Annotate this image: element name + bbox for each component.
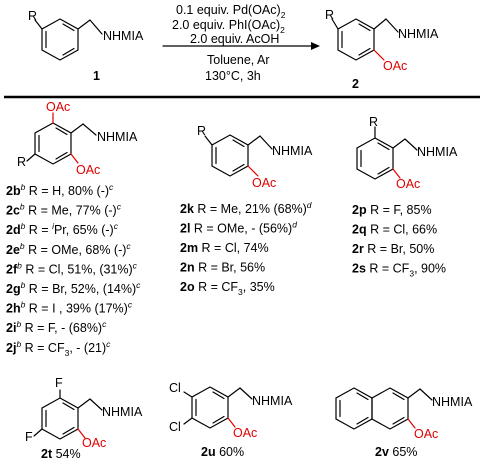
compound-2u-cl-bottom: Cl <box>169 420 181 434</box>
compound-2u-oac: OAc <box>233 426 257 440</box>
col2-oac-label: OAc <box>252 176 276 190</box>
entry-2o: 2o R = CF3, 35% <box>180 280 275 297</box>
start-amide-label: NHMIA <box>103 29 144 43</box>
entry-2g: 2gb R = Br, 52%, (14%)c <box>6 280 141 296</box>
compound-2t-f-top: F <box>55 376 63 390</box>
product-compound-number: 2 <box>352 77 359 91</box>
entry-2h: 2hb R = I , 39% (17%)c <box>6 300 133 316</box>
col1-oac-bottom: OAc <box>76 163 100 177</box>
entry-2d: 2db R = iPr, 65% (-)c <box>6 221 119 237</box>
compound-2v-amide: NHMIA <box>432 395 473 409</box>
arrow-head-icon <box>311 42 320 50</box>
entry-2e: 2eb R = OMe, 68% (-)c <box>6 241 131 257</box>
col2-r-label: R <box>197 124 206 138</box>
col1-r-label: R <box>17 155 26 169</box>
compound-2t-oac: OAc <box>82 436 106 450</box>
col2-entries: 2k R = Me, 21% (68%)d 2l R = OMe, - (56%)… <box>180 200 312 297</box>
start-material-structure: R NHMIA 1 <box>28 9 144 83</box>
col3-structure: R NHMIA OAc <box>356 115 458 191</box>
compound-2u-amide: NHMIA <box>252 394 293 408</box>
entry-2k: 2k R = Me, 21% (68%)d <box>180 200 312 216</box>
entry-2n: 2n R = Br, 56% <box>180 261 265 275</box>
condition-oxidant: 2.0 equiv. PhI(OAc)2 <box>172 18 285 35</box>
condition-additive: 2.0 equiv. AcOH <box>190 32 279 46</box>
start-r-label: R <box>28 9 37 23</box>
compound-2u-cl-top: Cl <box>169 381 181 395</box>
entry-2r: 2r R = Br, 50% <box>352 242 434 256</box>
entry-2s: 2s R = CF3, 90% <box>352 262 446 279</box>
entry-2l: 2l R = OMe, - (56%)d <box>180 220 297 236</box>
compound-2t-label: 2t 54% <box>41 447 81 461</box>
start-compound-number: 1 <box>93 69 100 83</box>
col3-amide-label: NHMIA <box>417 145 458 159</box>
compound-2v-oac: OAc <box>414 427 438 441</box>
col2-amide-label: NHMIA <box>272 144 313 158</box>
condition-temperature-time: 130°C, 3h <box>205 69 261 83</box>
col1-entries: 2bb R = H, 80% (-)c 2cb R = Me, 77% (-)c 2… <box>6 182 141 358</box>
compound-2t-structure: F F NHMIA OAc 2t 54% <box>25 376 143 461</box>
entry-2q: 2q R = Cl, 66% <box>352 223 437 237</box>
product-r-label: R <box>325 8 334 22</box>
product-oac-label: OAc <box>383 59 407 73</box>
entry-2i: 2ib R = F, - (68%)c <box>6 319 107 335</box>
condition-solvent: Toluene, Ar <box>207 53 270 67</box>
col3-r-label: R <box>369 115 378 129</box>
col3-entries: 2p R = F, 85% 2q R = Cl, 66% 2r R = Br, 50… <box>352 203 446 279</box>
col3-oac-label: OAc <box>396 177 420 191</box>
entry-2c: 2cb R = Me, 77% (-)c <box>6 202 122 218</box>
col2-structure: R NHMIA OAc <box>197 124 313 190</box>
compound-2u-label: 2u 60% <box>201 445 244 459</box>
compound-2v-label: 2v 65% <box>375 445 417 459</box>
product-structure: R NHMIA OAc 2 <box>325 8 439 91</box>
entry-2f: 2fb R = Cl, 51%, (31%)c <box>6 260 138 276</box>
compound-2v-structure: NHMIA OAc 2v 65% <box>335 387 473 459</box>
entry-2m: 2m R = Cl, 74% <box>180 241 269 255</box>
col1-oac-top: OAc <box>46 100 70 114</box>
compound-2t-amide: NHMIA <box>102 405 143 419</box>
entry-2b: 2bb R = H, 80% (-)c <box>6 182 114 198</box>
entry-2p: 2p R = F, 85% <box>352 203 432 217</box>
col1-amide-label: NHMIA <box>97 130 138 144</box>
compound-2u-structure: Cl Cl NHMIA OAc 2u 60% <box>169 381 293 459</box>
entry-2j: 2jb R = CF3, - (21)c <box>6 339 111 358</box>
product-amide-label: NHMIA <box>398 27 439 41</box>
diacetoxy-structure: OAc NHMIA OAc R <box>17 100 138 177</box>
reaction-arrow-group: 0.1 equiv. Pd(OAc)2 2.0 equiv. PhI(OAc)2… <box>162 3 320 83</box>
compound-2t-f-left: F <box>25 430 33 444</box>
condition-catalyst: 0.1 equiv. Pd(OAc)2 <box>176 3 286 20</box>
